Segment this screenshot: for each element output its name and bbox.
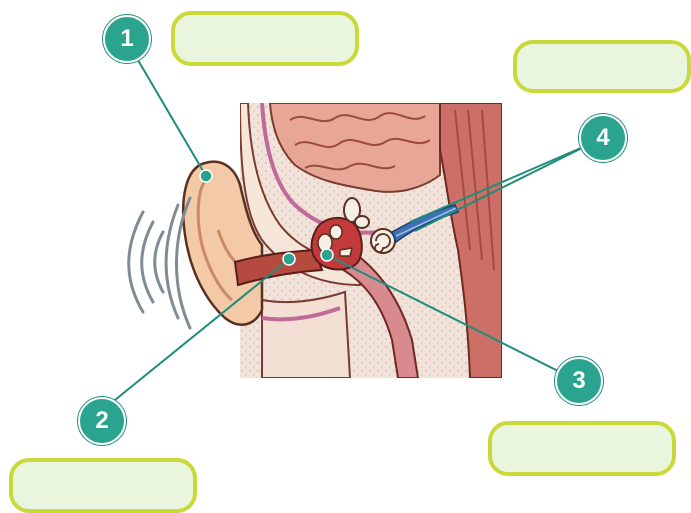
answer-box-2[interactable]	[9, 458, 197, 513]
leader-line-1	[135, 55, 206, 176]
label-badge-3: 3	[555, 357, 603, 405]
pointer-dot-2	[283, 253, 295, 265]
answer-box-4[interactable]	[513, 40, 691, 93]
label-badge-2: 2	[78, 397, 126, 445]
pointer-dot-3	[321, 249, 333, 261]
label-badge-4: 4	[579, 114, 627, 162]
label-badge-1: 1	[103, 15, 151, 63]
cochlea-icon	[371, 229, 395, 253]
pointer-dot-1	[200, 170, 212, 182]
sound-waves-icon	[129, 198, 190, 328]
answer-box-3[interactable]	[488, 421, 676, 476]
answer-box-1[interactable]	[171, 11, 359, 66]
